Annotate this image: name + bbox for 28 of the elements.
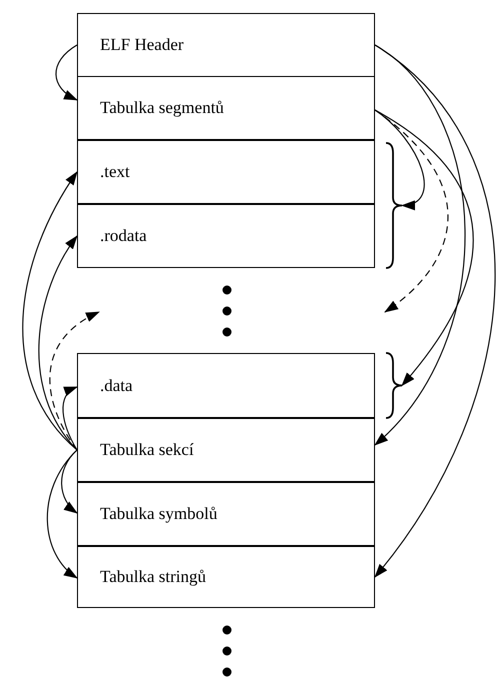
curly-brace: [386, 352, 403, 419]
section-box: [77, 76, 375, 140]
section-name: .rodata: [100, 226, 147, 246]
curly-brace: [386, 142, 403, 269]
section-box: [77, 13, 375, 77]
section-box: [77, 418, 375, 482]
section-name: Tabulka segmentů: [100, 98, 224, 118]
section-box: [77, 546, 375, 608]
arrow: [38, 235, 78, 450]
section-name: .data: [100, 376, 133, 396]
section-box: [77, 140, 375, 204]
arrow: [46, 450, 78, 579]
arrow: [62, 386, 78, 450]
section-name: ELF Header: [100, 35, 184, 55]
section-box: [77, 482, 375, 546]
arrow: [374, 110, 474, 386]
arrow: [22, 171, 78, 450]
section-name: Tabulka stringů: [100, 567, 206, 587]
section-name: Tabulka symbolů: [100, 504, 218, 524]
dashed-arrow: [50, 312, 100, 450]
arrow: [374, 44, 496, 578]
section-name: .text: [100, 162, 130, 182]
dashed-arrow: [374, 110, 448, 313]
section-box: [77, 353, 375, 418]
section-box: [77, 204, 375, 268]
arrow: [374, 44, 466, 446]
arrow: [56, 44, 78, 100]
section-name: Tabulka sekcí: [100, 440, 194, 460]
